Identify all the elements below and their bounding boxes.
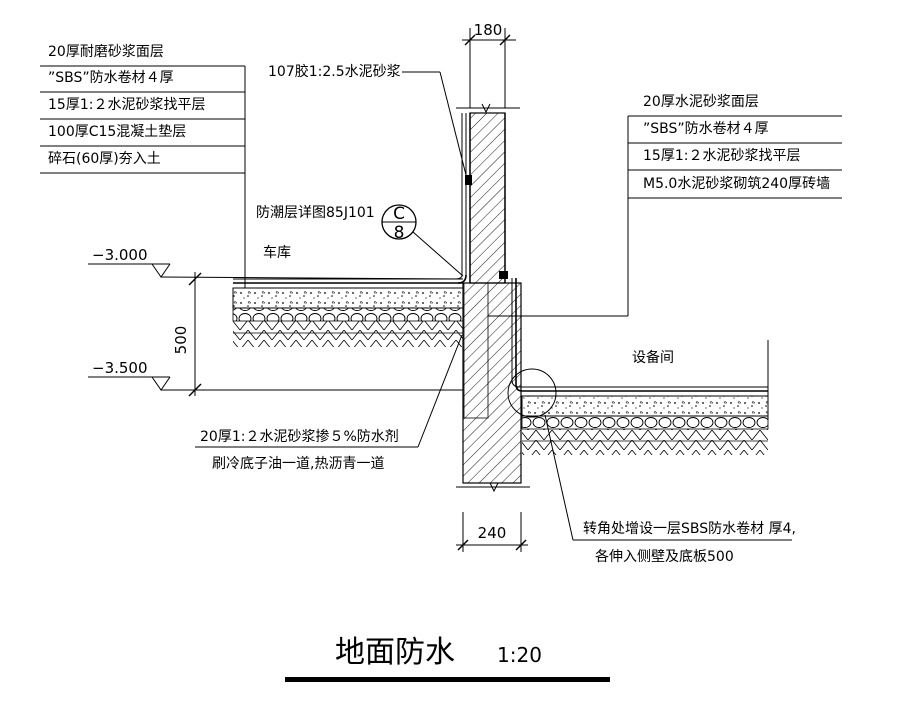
left-layer-4: 100厚C15混凝土垫层 xyxy=(48,124,186,140)
right-layer-3: 15厚1:２水泥砂浆找平层 xyxy=(643,148,800,164)
bottom-right-note-1: 转角处增设一层SBS防水卷材 厚4, xyxy=(583,521,796,537)
bottom-width-dimension: 240 xyxy=(456,512,528,552)
height-dimension: 500 xyxy=(172,272,202,397)
right-layer-labels: 20厚水泥砂浆面层 ”SBS”防水卷材４厚 15厚1:２水泥砂浆找平层 M5.0… xyxy=(488,94,842,317)
title-underline xyxy=(285,677,610,682)
detail-reference-symbol: C 8 xyxy=(381,204,464,277)
equipment-floor-layers xyxy=(521,340,769,455)
garage-floor-layers xyxy=(232,278,464,347)
right-layer-2: ”SBS”防水卷材４厚 xyxy=(643,121,769,137)
bottom-right-note-2: 各伸入侧壁及底板500 xyxy=(595,549,734,565)
drawing-title: 地面防水 xyxy=(335,635,455,670)
elevation-lower: −3.500 xyxy=(88,359,463,391)
brick-wall xyxy=(454,103,530,493)
elevation-lower-text: −3.500 xyxy=(92,359,148,377)
left-layer-1: 20厚耐磨砂浆面层 xyxy=(48,44,164,60)
garage-label: 车库 xyxy=(263,244,291,261)
left-layer-3: 15厚1:２水泥砂浆找平层 xyxy=(48,97,205,113)
height-dimension-text: 500 xyxy=(172,326,190,355)
top-width-dimension: 180 xyxy=(462,21,516,108)
elevation-upper: −3.000 xyxy=(88,246,464,280)
bottom-width-text: 240 xyxy=(478,524,507,542)
bottom-left-note-2: 刷冷底子油一道,热沥青一道 xyxy=(212,456,384,472)
equipment-room-label: 设备间 xyxy=(632,349,674,366)
left-layer-2: ”SBS”防水卷材４厚 xyxy=(48,70,174,86)
detail-letter: C xyxy=(393,204,405,224)
top-width-text: 180 xyxy=(474,21,503,39)
damp-proof-label: 防潮层详图85J101 xyxy=(256,205,375,221)
corner-detail-circle xyxy=(507,368,557,418)
left-layer-5: 碎石(60厚)夯入土 xyxy=(48,151,161,167)
left-layer-labels: 20厚耐磨砂浆面层 ”SBS”防水卷材４厚 15厚1:２水泥砂浆找平层 100厚… xyxy=(40,44,246,288)
top-callout: 107胶1:2.5水泥砂浆 xyxy=(268,63,401,80)
elevation-upper-text: −3.000 xyxy=(92,246,148,264)
drawing-scale: 1:20 xyxy=(497,643,542,667)
right-layer-1: 20厚水泥砂浆面层 xyxy=(643,94,759,110)
detail-number: 8 xyxy=(394,223,405,243)
right-layer-4: M5.0水泥砂浆砌筑240厚砖墙 xyxy=(643,176,830,192)
bottom-left-note-1: 20厚1:２水泥砂浆掺５%防水剂 xyxy=(200,428,399,445)
